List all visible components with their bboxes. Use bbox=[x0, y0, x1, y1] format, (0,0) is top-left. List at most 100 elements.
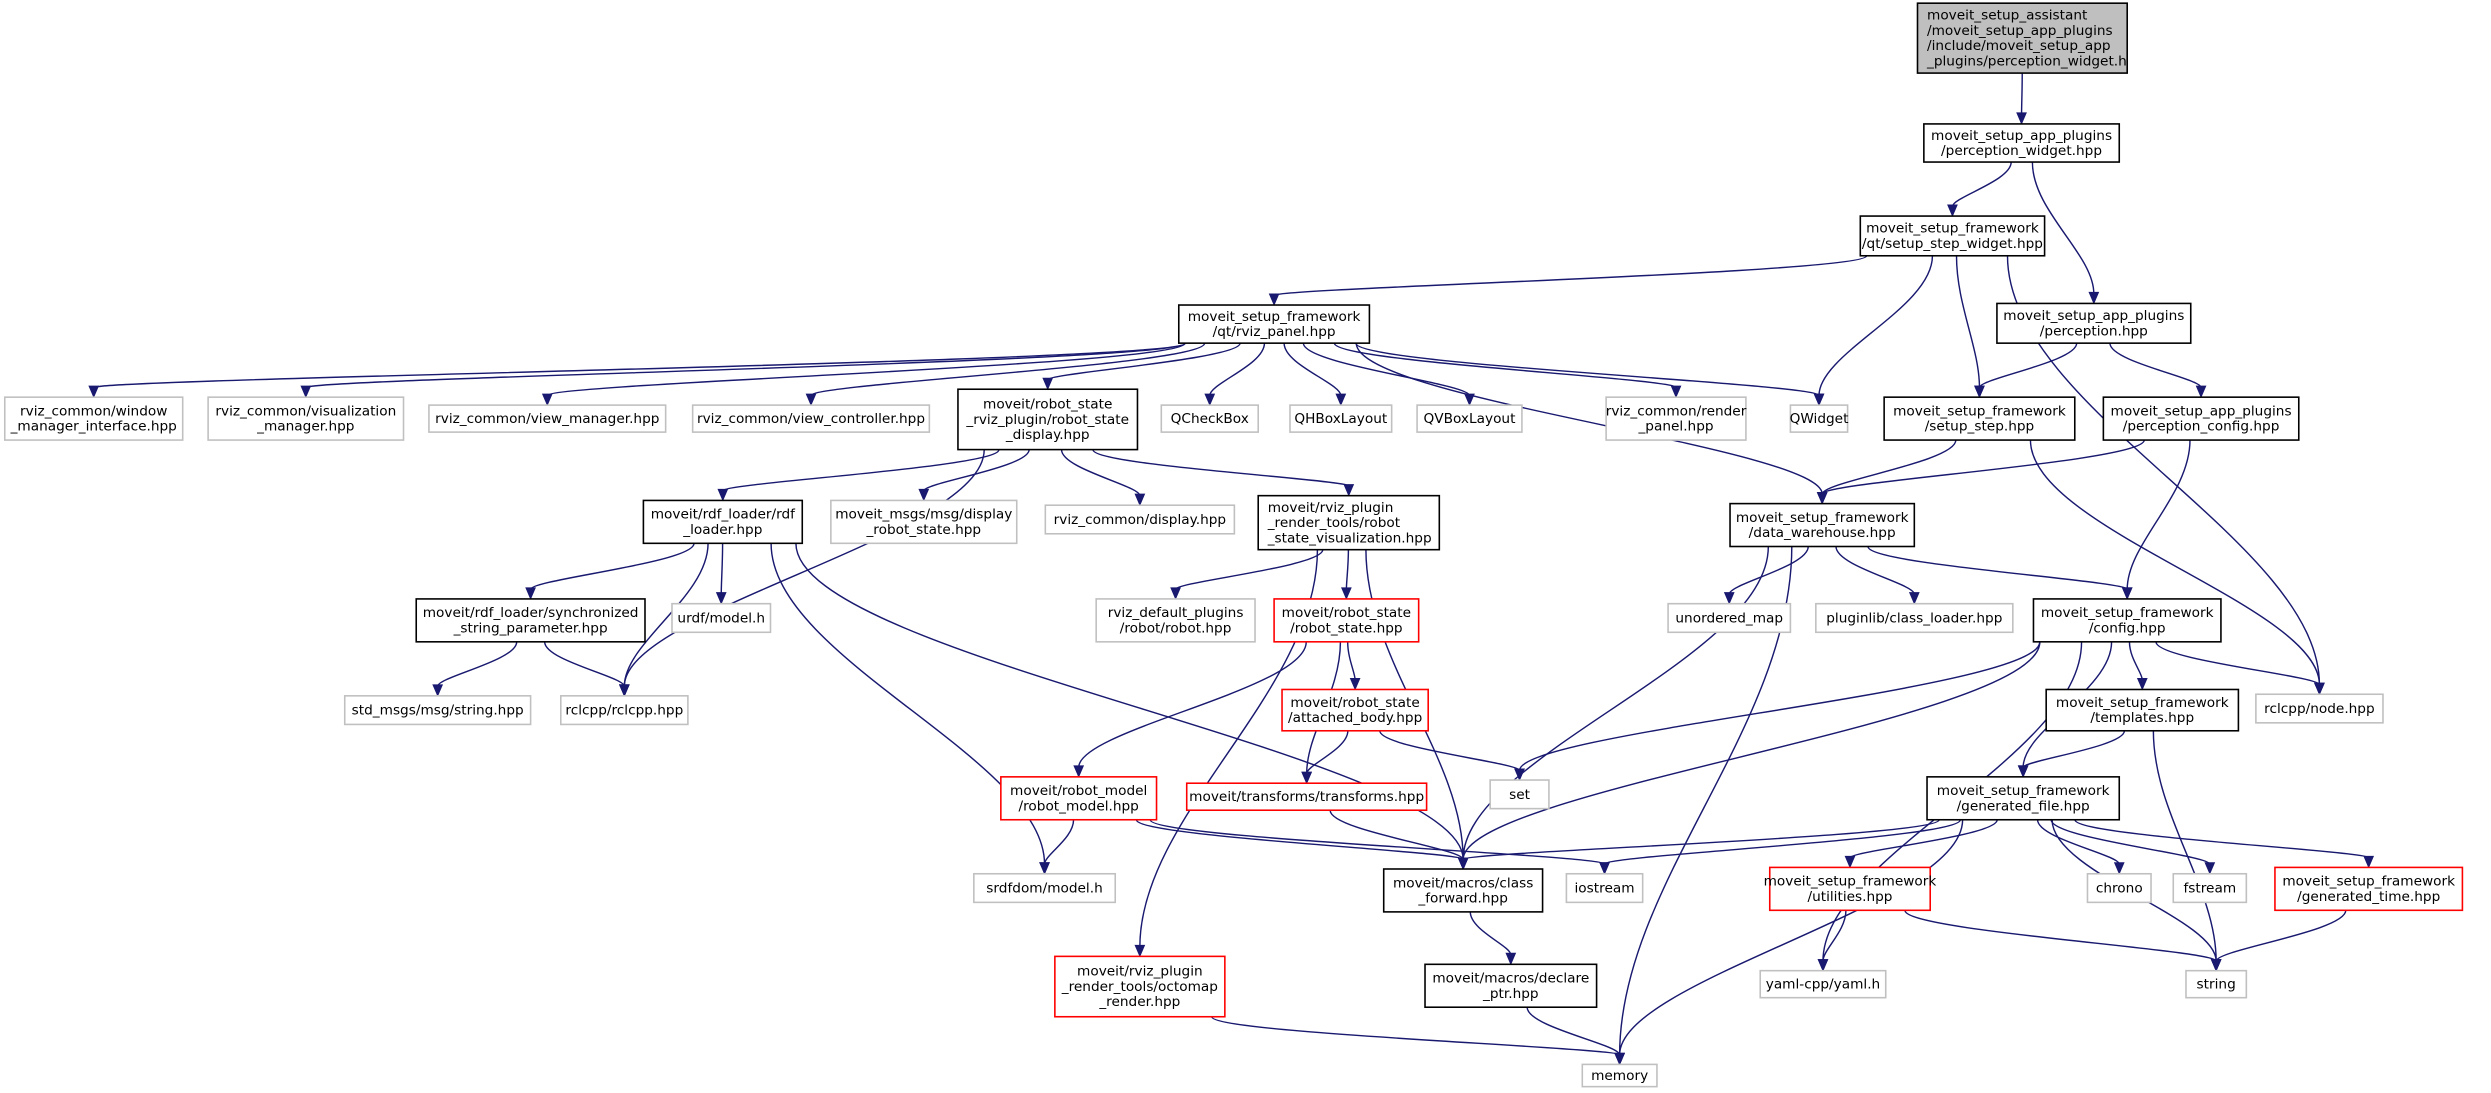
node-label-line: _panel.hpp bbox=[1637, 419, 1713, 435]
node-robot-state-display[interactable]: moveit/robot_state_rviz_plugin/robot_sta… bbox=[957, 388, 1139, 451]
edge-line bbox=[722, 448, 1000, 492]
node-perception-config[interactable]: moveit_setup_app_plugins/perception_conf… bbox=[2102, 396, 2300, 441]
node-label-line: /include/moveit_setup_app bbox=[1927, 38, 2111, 54]
edge-robot_state_visualization-to-rviz_default_robot bbox=[1170, 549, 1324, 600]
arrowhead-icon bbox=[1614, 1052, 1625, 1066]
node-render-panel: rviz_common/render_panel.hpp bbox=[1605, 396, 1747, 441]
node-box bbox=[1916, 2, 2128, 74]
node-box bbox=[2255, 693, 2384, 724]
node-label-line: unordered_map bbox=[1675, 610, 1783, 626]
node-label-line: QCheckBox bbox=[1171, 411, 1249, 427]
edge-line bbox=[1302, 342, 1471, 397]
node-rviz-panel[interactable]: moveit_setup_framework/qt/rviz_panel.hpp bbox=[1177, 304, 1371, 344]
arrowhead-icon bbox=[1073, 765, 1085, 778]
node-generated-file[interactable]: moveit_setup_framework/generated_file.hp… bbox=[1926, 776, 2121, 821]
node-label-line: /generated_time.hpp bbox=[2297, 889, 2440, 905]
node-sync-string[interactable]: moveit/rdf_loader/synchronized_string_pa… bbox=[415, 598, 646, 643]
node-label-line: moveit_msgs/msg/display bbox=[835, 507, 1012, 523]
edge-rdf_loader-to-urdf_model bbox=[715, 543, 727, 605]
node-label-line: /generated_file.hpp bbox=[1957, 798, 2090, 814]
edge-line bbox=[436, 641, 518, 687]
edge-line bbox=[1135, 819, 1464, 861]
edge-perception_widget-to-setup_step_widget bbox=[1947, 161, 2012, 218]
node-box bbox=[1177, 304, 1371, 344]
node-box bbox=[1667, 602, 1792, 634]
edge-line bbox=[93, 342, 1186, 389]
node-robot-state[interactable]: moveit/robot_state/robot_state.hpp bbox=[1273, 598, 1420, 643]
edge-line bbox=[810, 342, 1206, 397]
node-robot-model[interactable]: moveit/robot_model/robot_model.hpp bbox=[1000, 776, 1158, 821]
node-label-line: _ptr.hpp bbox=[1482, 986, 1539, 1002]
node-setup-step-widget[interactable]: moveit_setup_framework/qt/setup_step_wid… bbox=[1859, 215, 2046, 257]
node-config[interactable]: moveit_setup_framework/config.hpp bbox=[2032, 598, 2222, 643]
edge-line bbox=[1379, 730, 1521, 772]
edge-line bbox=[1283, 343, 1342, 396]
edge-line bbox=[2022, 730, 2126, 769]
node-transforms[interactable]: moveit/transforms/transforms.hpp bbox=[1185, 782, 1428, 812]
node-rdf-loader[interactable]: moveit/rdf_loader/rdf_loader.hpp bbox=[642, 499, 804, 545]
node-box bbox=[1416, 404, 1523, 433]
edge-line bbox=[1978, 342, 2078, 389]
edge-line bbox=[1518, 641, 2041, 771]
arrowhead-icon bbox=[300, 385, 312, 399]
node-label-line: moveit_setup_framework bbox=[1866, 221, 2039, 237]
edge-line bbox=[1955, 255, 1981, 388]
node-label-line: QWidget bbox=[1790, 411, 1849, 427]
edge-line bbox=[1618, 819, 1964, 1055]
edge-line bbox=[1904, 909, 2217, 962]
node-label-line: moveit_setup_framework bbox=[1736, 510, 1909, 526]
node-box bbox=[1185, 782, 1428, 812]
node-yaml: yaml-cpp/yaml.h bbox=[1759, 969, 1887, 999]
node-class-loader: pluginlib/class_loader.hpp bbox=[1815, 602, 2014, 634]
node-label-line: moveit_setup_framework bbox=[1188, 309, 1361, 325]
node-rclcpp-node: rclcpp/node.hpp bbox=[2255, 693, 2384, 724]
node-label-line: moveit_setup_assistant bbox=[1927, 8, 2088, 24]
node-label-line: std_msgs/msg/string.hpp bbox=[352, 703, 524, 719]
node-robot-state-visualization[interactable]: moveit/rviz_plugin_render_tools/robot_st… bbox=[1257, 494, 1441, 551]
node-declare-ptr[interactable]: moveit/macros/declare_ptr.hpp bbox=[1424, 963, 1598, 1009]
arrowhead-icon bbox=[432, 684, 444, 697]
edge-generated_file-to-utilities bbox=[1844, 819, 1998, 869]
node-label-line: /robot_state.hpp bbox=[1290, 620, 1402, 636]
node-templates[interactable]: moveit_setup_framework/templates.hpp bbox=[2045, 688, 2240, 732]
arrowhead-icon bbox=[805, 393, 817, 407]
arrowhead-icon bbox=[1349, 677, 1361, 691]
edge-line bbox=[1462, 546, 1770, 860]
node-root[interactable]: moveit_setup_assistant/moveit_setup_app_… bbox=[1916, 2, 2128, 74]
arrowhead-icon bbox=[1170, 587, 1181, 600]
node-data-warehouse[interactable]: moveit_setup_framework/data_warehouse.hp… bbox=[1729, 502, 1916, 548]
node-class-forward[interactable]: moveit/macros/class_forward.hpp bbox=[1382, 868, 1544, 913]
edge-rviz_panel-to-view_manager bbox=[541, 342, 1186, 407]
arrowhead-icon bbox=[1816, 492, 1828, 505]
edge-line bbox=[2020, 73, 2023, 115]
edge-generated_file-to-fstream bbox=[2050, 819, 2216, 875]
node-label-line: /qt/rviz_panel.hpp bbox=[1213, 324, 1336, 340]
node-setup-step[interactable]: moveit_setup_framework/setup_step.hpp bbox=[1883, 396, 2076, 441]
node-generated-time[interactable]: moveit_setup_framework/generated_time.hp… bbox=[2274, 866, 2464, 912]
node-label-line: iostream bbox=[1575, 881, 1635, 897]
arrowhead-icon bbox=[2363, 855, 2375, 869]
node-box bbox=[343, 695, 532, 726]
node-perception[interactable]: moveit_setup_app_plugins/perception.hpp bbox=[1996, 302, 2192, 344]
node-label-line: pluginlib/class_loader.hpp bbox=[1826, 610, 2002, 626]
node-box bbox=[1044, 504, 1236, 535]
arrowhead-icon bbox=[525, 587, 536, 600]
node-qhboxlayout: QHBoxLayout bbox=[1289, 404, 1393, 433]
node-perception-widget[interactable]: moveit_setup_app_plugins/perception_widg… bbox=[1923, 123, 2121, 163]
arrowhead-icon bbox=[1341, 587, 1352, 600]
node-box bbox=[2102, 396, 2300, 441]
node-label-line: moveit/rviz_plugin bbox=[1077, 964, 1203, 980]
node-octomap-render[interactable]: moveit/rviz_plugin_render_tools/octomap_… bbox=[1054, 955, 1226, 1018]
node-label-line: _rviz_plugin/robot_state bbox=[965, 412, 1129, 428]
node-label-line: _string_parameter.hpp bbox=[453, 620, 608, 636]
edge-rviz_panel-to-qhboxlayout bbox=[1283, 343, 1347, 407]
edge-line bbox=[2215, 910, 2347, 962]
node-label-line: string bbox=[2197, 977, 2236, 993]
node-utilities[interactable]: moveit_setup_framework/utilities.hpp bbox=[1764, 866, 1937, 912]
node-unordered-map: unordered_map bbox=[1667, 602, 1792, 634]
node-attached-body[interactable]: moveit/robot_state/attached_body.hpp bbox=[1281, 688, 1429, 732]
edge-robot_state_display-to-display_robot_state bbox=[918, 449, 1030, 502]
edge-line bbox=[1951, 161, 2012, 207]
node-label-line: moveit_setup_framework bbox=[1937, 783, 2110, 799]
edge-rviz_panel-to-qwidget bbox=[1355, 342, 1825, 407]
